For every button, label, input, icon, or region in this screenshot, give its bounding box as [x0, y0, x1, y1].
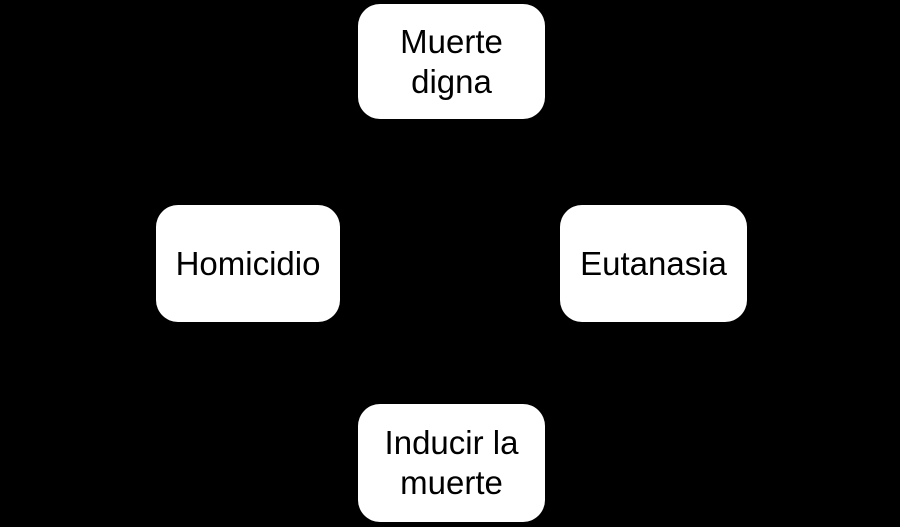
- node-homicidio: Homicidio: [156, 205, 340, 322]
- node-inducir-la-muerte-label: Inducir la muerte: [384, 424, 519, 501]
- node-eutanasia: Eutanasia: [560, 205, 747, 322]
- node-eutanasia-label: Eutanasia: [580, 244, 727, 282]
- node-inducir-la-muerte: Inducir la muerte: [358, 404, 545, 522]
- node-muerte-digna: Muerte digna: [358, 4, 545, 119]
- node-muerte-digna-label: Muerte digna: [400, 22, 503, 100]
- node-homicidio-label: Homicidio: [175, 244, 321, 282]
